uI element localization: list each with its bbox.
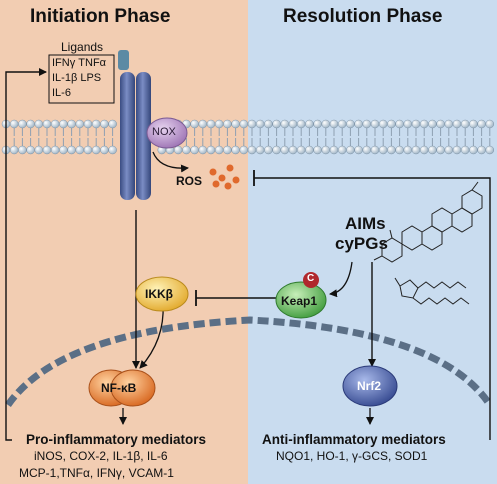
anti-inflammatory-line-1: NQO1, HO-1, γ-GCS, SOD1 — [276, 449, 428, 463]
ligands-line-1: IFNγ TNFα — [52, 57, 107, 69]
ros-inhibition-line — [254, 177, 491, 440]
nrf2-label: Nrf2 — [357, 379, 382, 393]
pro-inflammatory-line-2: MCP-1,TNFα, IFNγ, VCAM-1 — [19, 466, 174, 480]
keap1-badge — [303, 272, 319, 288]
receptor — [118, 50, 151, 200]
prostaglandin-structure — [394, 277, 470, 305]
ligands-line-2: IL-1β LPS — [52, 72, 102, 84]
keap1-label: Keap1 — [281, 294, 318, 308]
resolution-phase-title: Resolution Phase — [283, 6, 443, 27]
nox-label: NOX — [152, 126, 176, 138]
cypgs-label: cyPGs — [335, 234, 388, 253]
nrf2-node — [342, 365, 398, 407]
feedback-arrow — [5, 68, 47, 441]
triterpenoid-structure — [373, 181, 483, 263]
aims-label: AIMs — [345, 214, 386, 233]
keap1-node — [275, 281, 327, 319]
initiation-phase-title: Initiation Phase — [30, 6, 171, 27]
anti-inflammatory-title: Anti-inflammatory mediators — [262, 432, 446, 447]
nfkb-label: NF-κB — [101, 381, 137, 395]
keap1-badge-label: C — [307, 273, 315, 284]
pro-inflammatory-line-1: iNOS, COX-2, IL-1β, IL-6 — [34, 449, 168, 463]
ros-label: ROS — [176, 174, 203, 188]
pro-inflammatory-title: Pro-inflammatory mediators — [26, 432, 207, 447]
ligands-title: Ligands — [61, 40, 104, 54]
nuclear-membrane — [5, 316, 493, 407]
aims-to-keap1-arrow — [329, 261, 353, 298]
plasma-membrane — [1, 119, 495, 155]
ikk-label: IKKβ — [145, 287, 173, 301]
ikk-node — [135, 276, 189, 312]
ros-particles — [209, 164, 240, 190]
nox-enzyme — [146, 117, 188, 149]
nfkb-right-subunit — [110, 369, 156, 407]
ligands-box — [48, 54, 115, 104]
ligands-line-3: IL-6 — [52, 87, 71, 99]
nox-to-ros-arrow — [152, 151, 189, 173]
